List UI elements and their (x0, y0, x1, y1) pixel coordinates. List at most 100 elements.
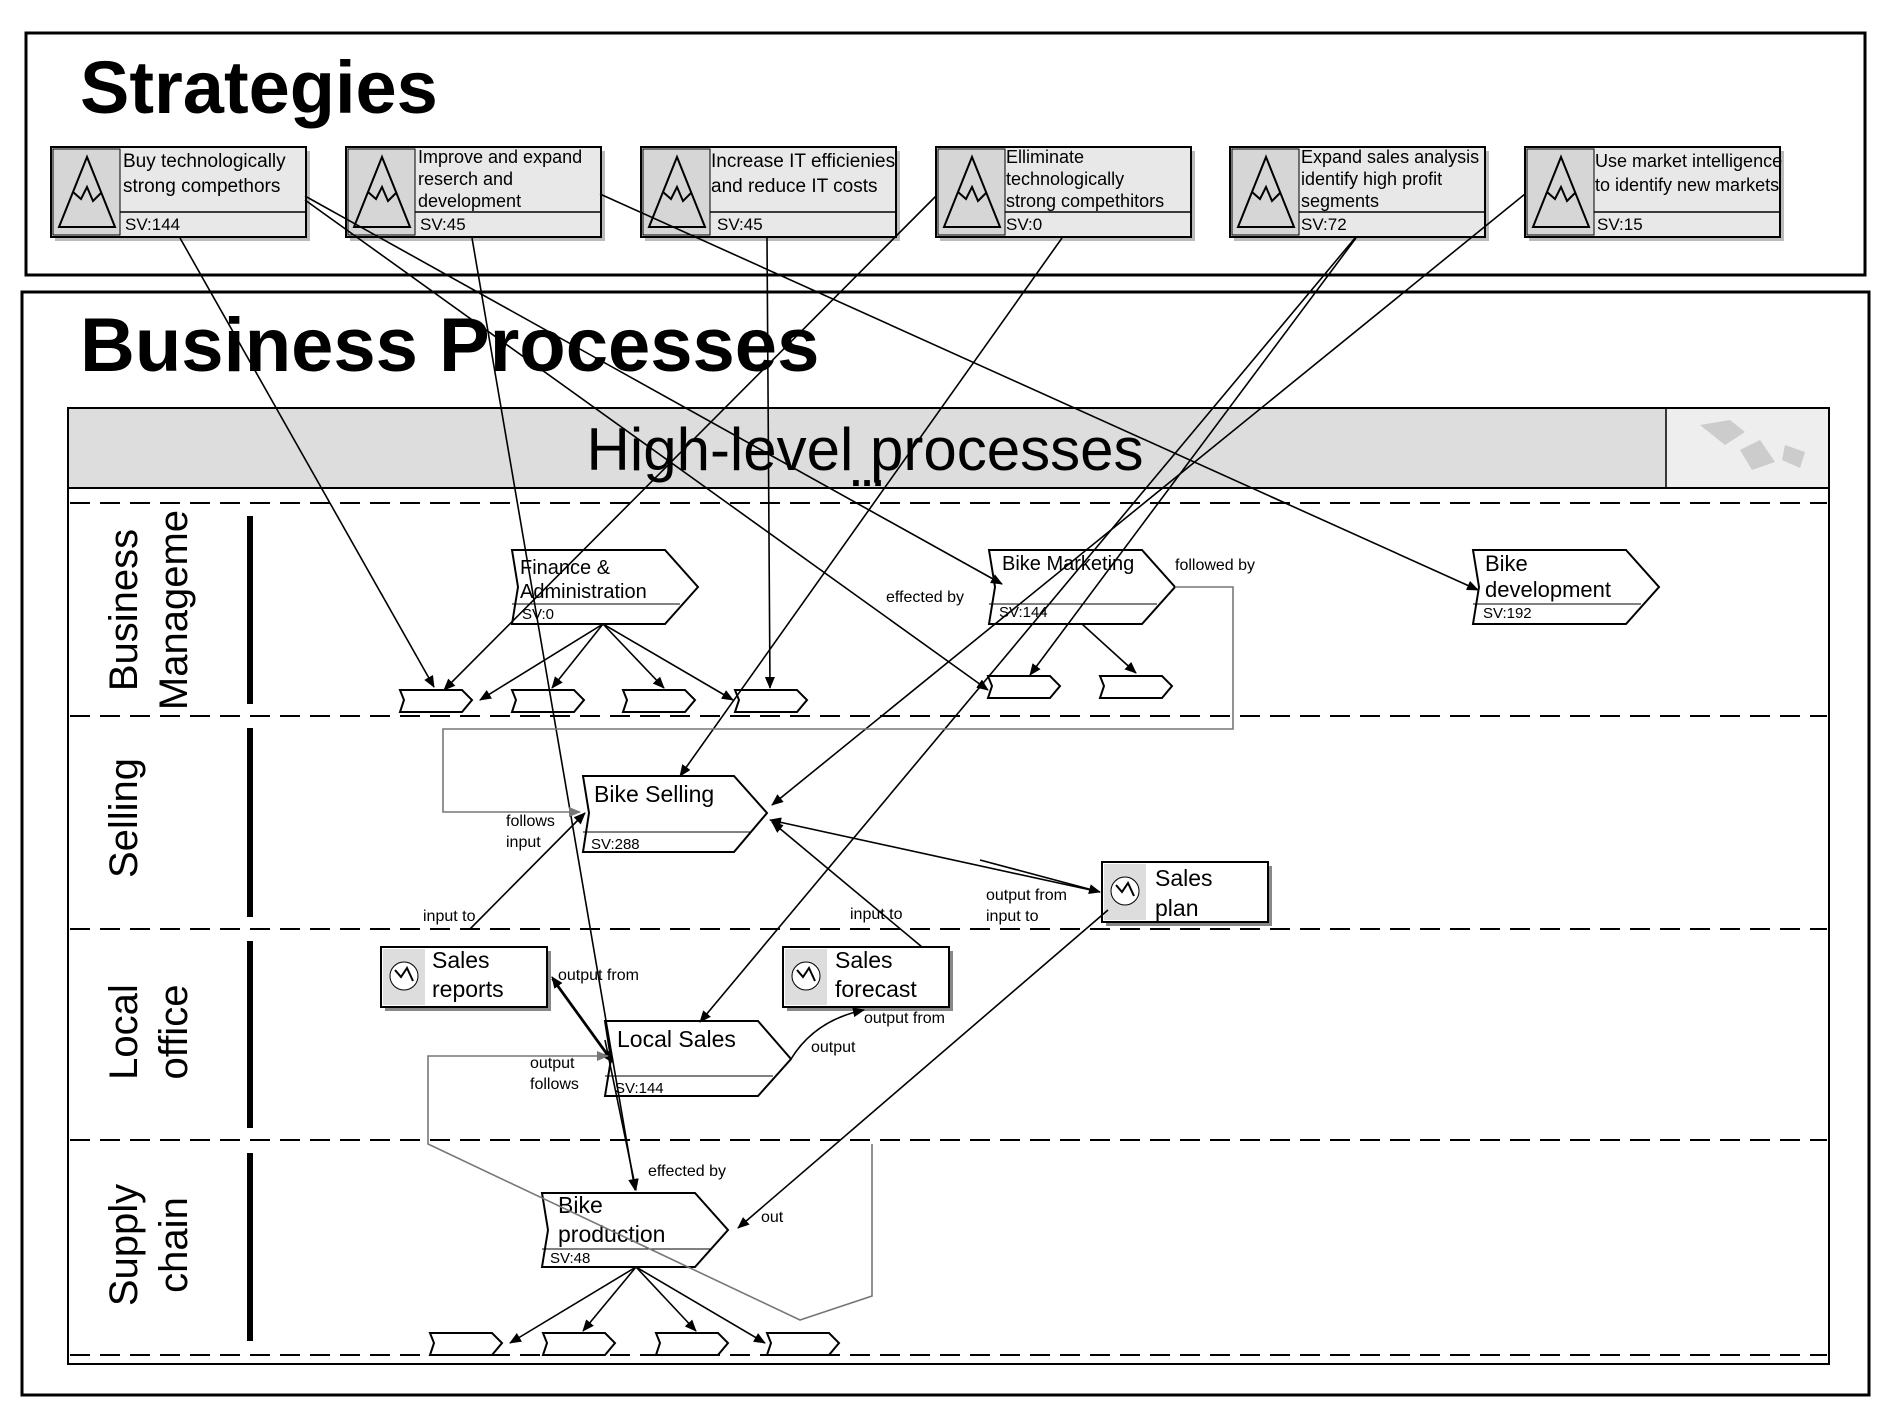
link-label: output from (558, 967, 639, 984)
strategy-label-line: and reduce IT costs (711, 176, 878, 197)
strategy-link (179, 237, 435, 688)
link-label: input (506, 834, 541, 851)
decomposition-link (602, 623, 665, 689)
process-sv: SV:48 (550, 1250, 590, 1267)
lane-label-line: Business (102, 529, 146, 691)
strategy-link (599, 193, 1479, 591)
process-bike-marketing[interactable]: Bike Marketing SV:144 (987, 549, 1177, 625)
lane-separators (70, 502, 1827, 1356)
strategy-label-line: reserch and (418, 169, 513, 189)
pool-banner (67, 407, 1830, 489)
decomposition-link (582, 1266, 637, 1332)
lane-selling: Selling (102, 728, 253, 917)
strategy-link (304, 199, 989, 691)
link-label: input to (423, 908, 476, 925)
link-label: output from (986, 887, 1067, 904)
process-sv: SV:144 (615, 1080, 664, 1097)
mountain-icon (942, 154, 1002, 228)
process-label-line: Bike (558, 1192, 603, 1218)
decomposition-link (1081, 623, 1137, 674)
strategy-card[interactable]: Use market intelligence to identify new … (1524, 146, 1784, 241)
strategy-card[interactable]: Expand sales analysis identify high prof… (1229, 146, 1489, 241)
process-local-sales[interactable]: Local Sales SV:144 (603, 1020, 793, 1097)
subprocess-chevron (541, 1332, 617, 1356)
strategy-link (771, 193, 1526, 806)
link-label: followed by (1175, 557, 1255, 574)
lane-label-line: Local (102, 984, 146, 1080)
process-sv: SV:0 (522, 606, 554, 623)
strategy-label-line: technologically (1006, 169, 1124, 189)
flow-link (551, 978, 613, 1063)
subprocess-chevron (398, 689, 474, 713)
subprocess-chevron (765, 1332, 841, 1356)
decomposition-link (635, 1266, 766, 1344)
process-finance-administration[interactable]: Finance & Administration SV:0 (510, 549, 700, 625)
mountain-icon (352, 154, 412, 228)
strategy-link (764, 237, 775, 689)
strategy-card[interactable]: Elliminate technologically strong compet… (935, 146, 1195, 241)
document-sales-plan[interactable]: Sales plan (1101, 861, 1272, 926)
process-links (469, 623, 1137, 1344)
link-label: output (530, 1055, 575, 1072)
process-label-line: production (558, 1221, 665, 1247)
strategy-sv: SV:72 (1301, 215, 1347, 234)
process-bike-production[interactable]: Bike production SV:48 (540, 1192, 730, 1268)
decomposition-link (551, 623, 604, 689)
flow-link (604, 1039, 639, 1191)
document-icon (389, 961, 419, 991)
flow-link (469, 812, 586, 930)
flow-link (737, 909, 1109, 1229)
high-level-processes-pool: High-level processes ... (67, 407, 1830, 1365)
link-label: follows (506, 813, 555, 830)
process-bike-selling[interactable]: Bike Selling SV:288 (581, 775, 769, 853)
strategy-label-line: development (418, 191, 521, 211)
link-label: effected by (886, 589, 964, 606)
output-follows-link (427, 1051, 873, 1321)
lane-business-management: Business Manageme (102, 510, 253, 710)
strategy-label-line: to identify new markets (1595, 175, 1779, 195)
decomposition-link (635, 1266, 697, 1332)
strategy-sv: SV:15 (1597, 215, 1643, 234)
strategy-label-line: Use market intelligence (1595, 151, 1782, 171)
subprocess-chevron (986, 675, 1062, 699)
map-icon (1667, 409, 1828, 487)
flow-link (771, 821, 923, 948)
followed-by-link (442, 586, 1234, 817)
document-sales-forecast[interactable]: Sales forecast (782, 946, 953, 1011)
process-bike-development[interactable]: Bike development SV:192 (1471, 549, 1661, 625)
link-label: input to (850, 906, 903, 923)
subprocess-chevrons (398, 675, 1174, 1356)
subprocess-chevron (1098, 675, 1174, 699)
process-sv: SV:192 (1483, 605, 1532, 622)
strategy-label-line: Improve and expand (418, 147, 582, 167)
strategy-link (699, 237, 1356, 1023)
document-icon (1110, 876, 1140, 906)
strategy-label-line: Buy technologically (123, 151, 286, 172)
mountain-icon (57, 154, 117, 228)
strategy-link (443, 195, 937, 691)
lane-supply-chain: Supply chain (102, 1153, 253, 1341)
document-label-line: forecast (835, 976, 917, 1002)
strategies-title: Strategies (80, 46, 438, 129)
strategy-label-line: identify high profit (1301, 169, 1442, 189)
link-label: output from (864, 1010, 945, 1027)
pool-banner-title: High-level processes (587, 416, 1144, 483)
flow-link (979, 859, 1101, 894)
strategy-sv: SV:45 (420, 215, 466, 234)
strategy-sv: SV:45 (717, 215, 763, 234)
subprocess-chevron (510, 689, 586, 713)
strategy-label-line: segments (1301, 191, 1379, 211)
lane-label-line: Selling (102, 758, 146, 878)
document-sales-reports[interactable]: Sales reports (380, 946, 551, 1011)
strategy-card[interactable]: Buy technologically strong compethors SV… (50, 146, 310, 241)
strategy-card[interactable]: Increase IT efficienies and reduce IT co… (640, 146, 900, 241)
document-label-line: Sales (835, 947, 893, 973)
pool-banner-dots: ... (850, 451, 883, 495)
subprocess-chevron (733, 689, 809, 713)
decomposition-link (479, 623, 604, 701)
document-label-line: reports (432, 976, 504, 1002)
strategy-card[interactable]: Improve and expand reserch and developme… (345, 146, 605, 241)
strategy-sv: SV:144 (125, 215, 180, 234)
flow-link (551, 976, 613, 1061)
